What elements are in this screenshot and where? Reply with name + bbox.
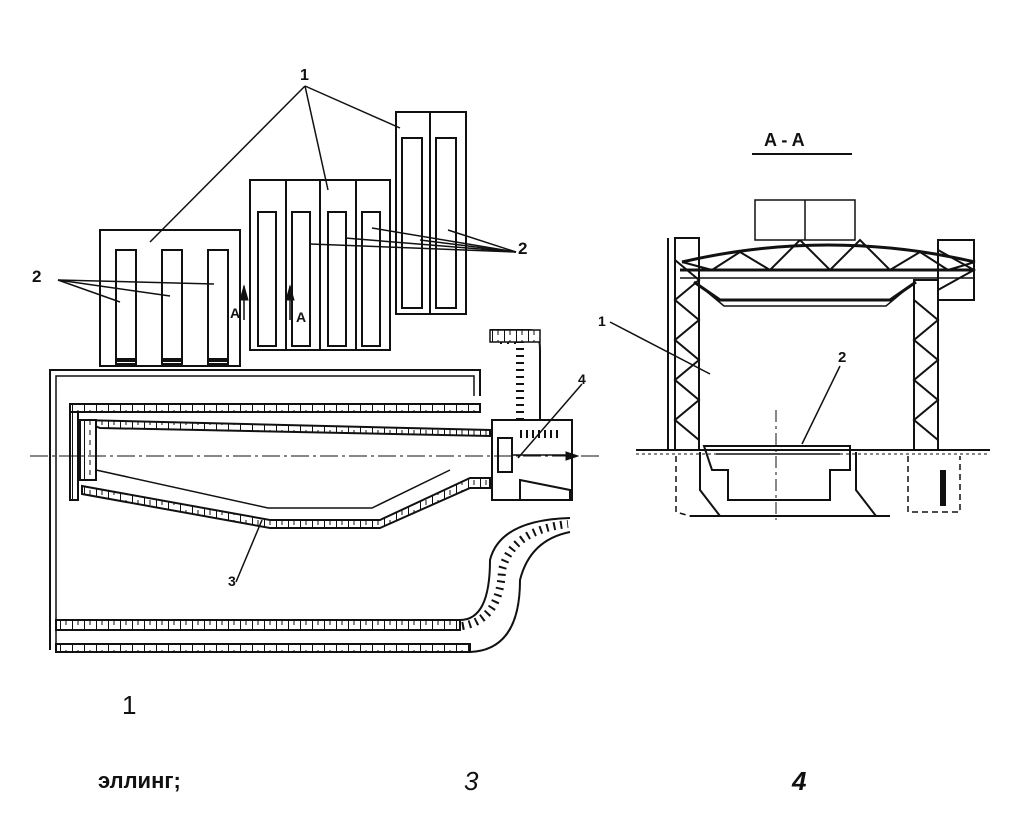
section-callout-1: 1 [598,313,606,329]
callout-2-right: 2 [518,239,527,258]
site-boundary [49,369,481,650]
building-block-left [99,229,241,367]
roof-truss [680,199,976,279]
building-block-right [395,111,467,315]
section-title: A - A [764,130,805,150]
caption-number-4: 4 [792,766,807,796]
section-mark-right: A [296,309,306,325]
callout-1: 1 [300,67,309,84]
plan-view [30,85,600,653]
section-cut-marks [239,284,295,320]
plan-leaders [57,85,583,583]
caption-number-3: 3 [464,766,479,796]
foundation-block [675,410,961,520]
section-view [609,153,990,520]
building-block-middle [249,179,391,351]
section-callout-2: 2 [838,349,846,366]
callout-3: 3 [228,573,236,589]
dry-dock [55,329,573,653]
figure-number: 1 [122,690,137,720]
section-mark-left: A [230,305,240,321]
callout-2-left: 2 [32,267,41,286]
callout-4: 4 [578,371,586,387]
caption-text: эллинг; [98,768,181,793]
